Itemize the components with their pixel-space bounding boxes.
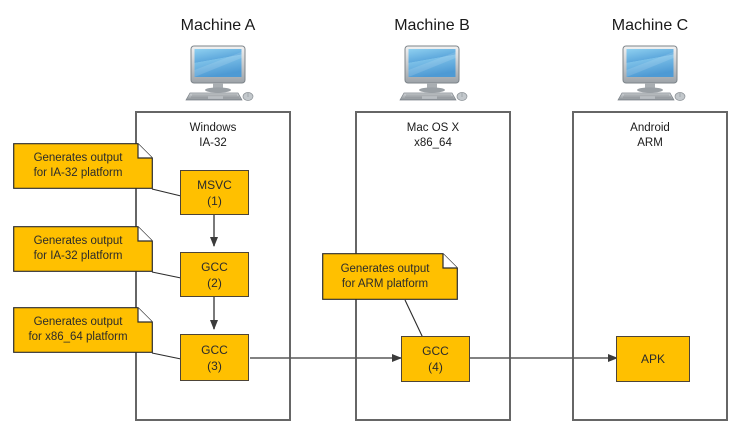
node-gcc-3[interactable]: GCC (3) <box>180 334 249 381</box>
node-gcc-4[interactable]: GCC (4) <box>401 336 470 382</box>
machine-c-container: Android ARM <box>572 111 728 421</box>
node-msvc-1[interactable]: MSVC (1) <box>180 170 249 215</box>
note-msvc-1-text: Generates output for IA-32 platform <box>33 152 123 179</box>
note-shape <box>13 226 153 272</box>
machine-a-title: Machine A <box>180 17 256 34</box>
note-shape <box>322 253 458 300</box>
machine-c-title: Machine C <box>611 17 689 34</box>
desktop-computer-icon <box>399 45 468 101</box>
machine-a-os-label: Windows IA-32 <box>189 122 237 149</box>
note-shape <box>13 143 153 189</box>
note-gcc-3-text: Generates output for x86_64 platform <box>28 316 128 343</box>
note-shape <box>13 307 153 353</box>
note-gcc-3[interactable]: Generates output for x86_64 platform <box>13 307 153 353</box>
note-gcc-2-text: Generates output for IA-32 platform <box>33 235 123 262</box>
note-gcc-4-text: Generates output for ARM platform <box>340 262 430 290</box>
node-apk[interactable]: APK <box>616 336 690 382</box>
note-msvc-1[interactable]: Generates output for IA-32 platform <box>13 143 153 189</box>
note-gcc-2[interactable]: Generates output for IA-32 platform <box>13 226 153 272</box>
machine-c-os-label: Android ARM <box>630 122 670 149</box>
desktop-computer-icon <box>617 45 686 101</box>
machine-b-title: Machine B <box>394 17 470 34</box>
note-gcc-4[interactable]: Generates output for ARM platform <box>322 253 458 300</box>
desktop-computer-icon <box>185 45 254 101</box>
node-gcc-2[interactable]: GCC (2) <box>180 252 249 297</box>
machine-b-os-label: Mac OS X x86_64 <box>406 122 460 149</box>
